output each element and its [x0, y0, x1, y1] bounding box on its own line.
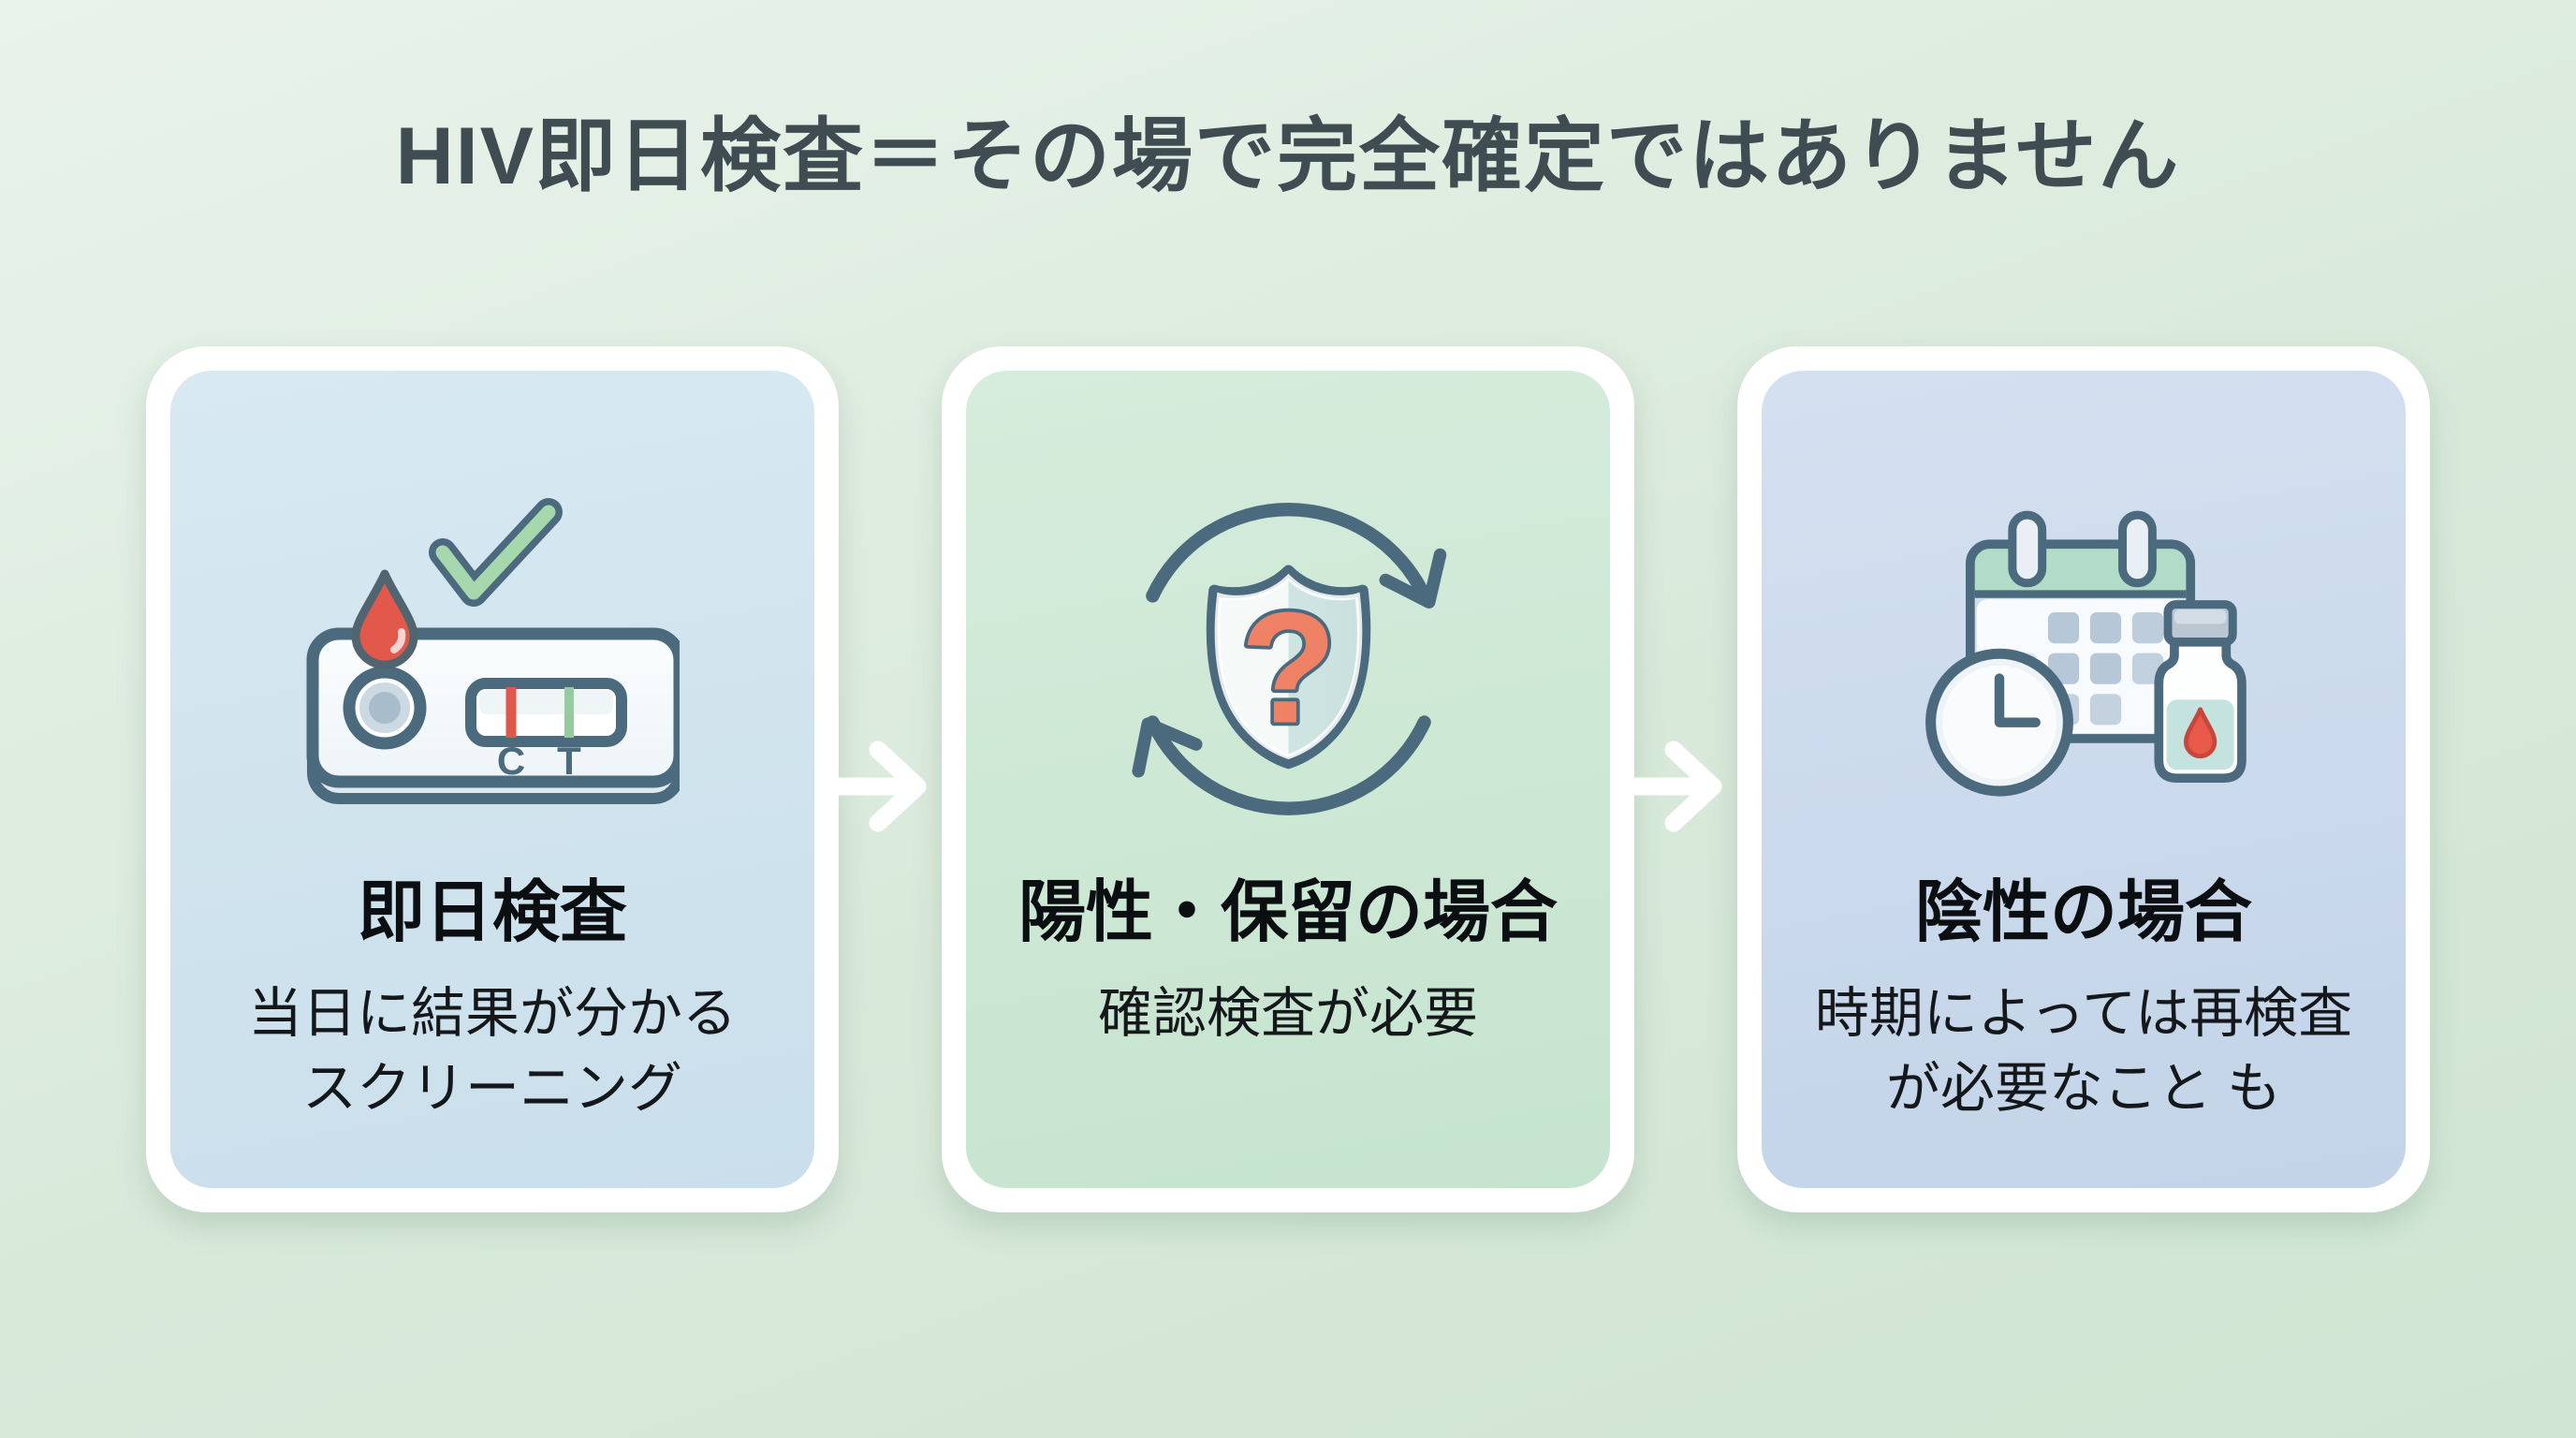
arrow-right-icon	[1625, 741, 1722, 832]
vial-blood-drop-icon	[2183, 706, 2217, 758]
rapid-test-icon: C T	[305, 449, 680, 852]
blood-drop-icon	[351, 569, 418, 669]
retest-schedule-icon	[1915, 449, 2252, 852]
cycle-arc-top	[1145, 502, 1431, 603]
card-body-text: 時期によっては再検査 が必要なこと も	[1814, 983, 2353, 1120]
result-window-shade	[479, 690, 613, 714]
cycle-arc-bottom	[1145, 714, 1431, 815]
arrow-right-icon	[829, 741, 927, 832]
cycle-arrowhead-top	[1379, 548, 1446, 609]
calendar-header	[1969, 543, 2191, 594]
card-negative: 陰性の場合 時期によっては再検査 が必要なこと も	[1737, 346, 2430, 1212]
card-same-day-test: C T 即日検査 当日に結果が分かる スクリーニング	[146, 346, 839, 1212]
checkmark-icon	[435, 505, 556, 600]
card-heading: 陽性・保留の場合	[1017, 875, 1558, 950]
cards-row: C T 即日検査 当日に結果が分かる スクリーニング	[146, 346, 2430, 1212]
page-title: HIV即日検査＝その場で完全確定ではありません	[395, 111, 2181, 201]
cycle-arrowhead-bottom	[1131, 716, 1203, 777]
control-line-label: C	[497, 739, 525, 783]
vial-cap-highlight	[2174, 609, 2227, 624]
confirmatory-test-icon: ?	[1099, 449, 1478, 852]
card-body-text: 当日に結果が分かる スクリーニング	[247, 983, 737, 1120]
shield-question-cycle-icon: ?	[1131, 502, 1446, 815]
blood-drop-highlight	[390, 628, 406, 653]
card-body-text: 確認検査が必要	[1097, 983, 1478, 1045]
clock-hands	[1994, 672, 2041, 727]
test-line-label: T	[557, 739, 581, 783]
card-heading: 陰性の場合	[1914, 875, 2252, 950]
card-heading: 即日検査	[357, 875, 627, 950]
rapid-test-cassette-icon: C T	[306, 498, 680, 804]
card-same-day-test-inner: C T 即日検査 当日に結果が分かる スクリーニング	[170, 371, 814, 1188]
card-positive-pending-inner: ? 陽性・保留の場合 確認検査が必要	[966, 371, 1610, 1188]
question-mark-icon: ?	[1239, 579, 1336, 756]
shield-inner-line	[1214, 573, 1362, 759]
calendar-ring-right	[2118, 510, 2157, 587]
calendar-clock-vial-icon	[1925, 510, 2247, 797]
sample-well-center	[369, 692, 401, 724]
shield-icon	[1206, 565, 1370, 769]
calendar-ring-left	[2008, 510, 2047, 587]
card-positive-pending: ? 陽性・保留の場合 確認検査が必要	[942, 346, 1634, 1212]
card-negative-inner: 陰性の場合 時期によっては再検査 が必要なこと も	[1762, 371, 2406, 1188]
